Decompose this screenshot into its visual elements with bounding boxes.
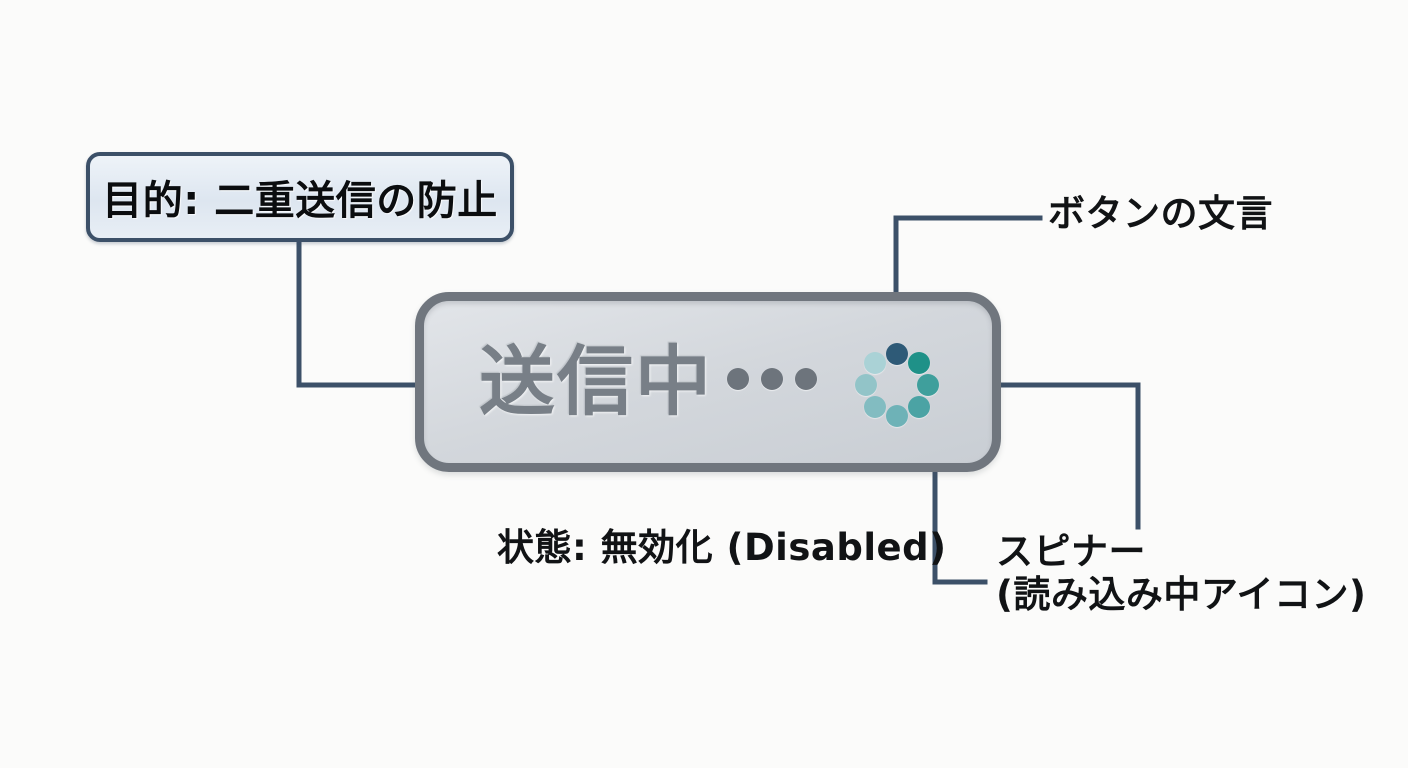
ellipsis-dot	[761, 368, 783, 390]
spinner-dot-bottom	[886, 405, 908, 427]
spinner-dot-top-right	[907, 352, 930, 375]
button-label-group: 送信中	[479, 344, 817, 420]
submitting-button[interactable]: 送信中	[415, 292, 1001, 472]
button-label-text: 送信中	[479, 337, 713, 426]
spinner-dot-bottom-left	[864, 395, 887, 418]
spinner-dot-left	[855, 374, 877, 396]
ellipsis-dot	[727, 368, 749, 390]
spinner-dot-top-left	[864, 352, 887, 375]
purpose-callout-box: 目的: 二重送信の防止	[86, 152, 514, 242]
ellipsis-dot	[795, 368, 817, 390]
connector-purpose-to-button	[296, 239, 418, 388]
spinner-dot-right	[917, 374, 939, 396]
annotation-spinner-line2: (読み込み中アイコン)	[996, 572, 1367, 616]
spinner-dot-bottom-right	[907, 395, 930, 418]
annotation-spinner-line1: スピナー	[996, 530, 1146, 573]
annotation-state: 状態: 無効化 (Disabled)	[497, 526, 947, 569]
annotation-button-text: ボタンの文言	[1048, 192, 1273, 235]
purpose-callout-label: 目的: 二重送信の防止	[102, 178, 498, 224]
spinner-dot-top	[886, 343, 908, 365]
ellipsis-dots	[727, 368, 817, 396]
loading-spinner-icon	[855, 343, 939, 427]
annotation-spinner: スピナー (読み込み中アイコン)	[996, 530, 1367, 616]
